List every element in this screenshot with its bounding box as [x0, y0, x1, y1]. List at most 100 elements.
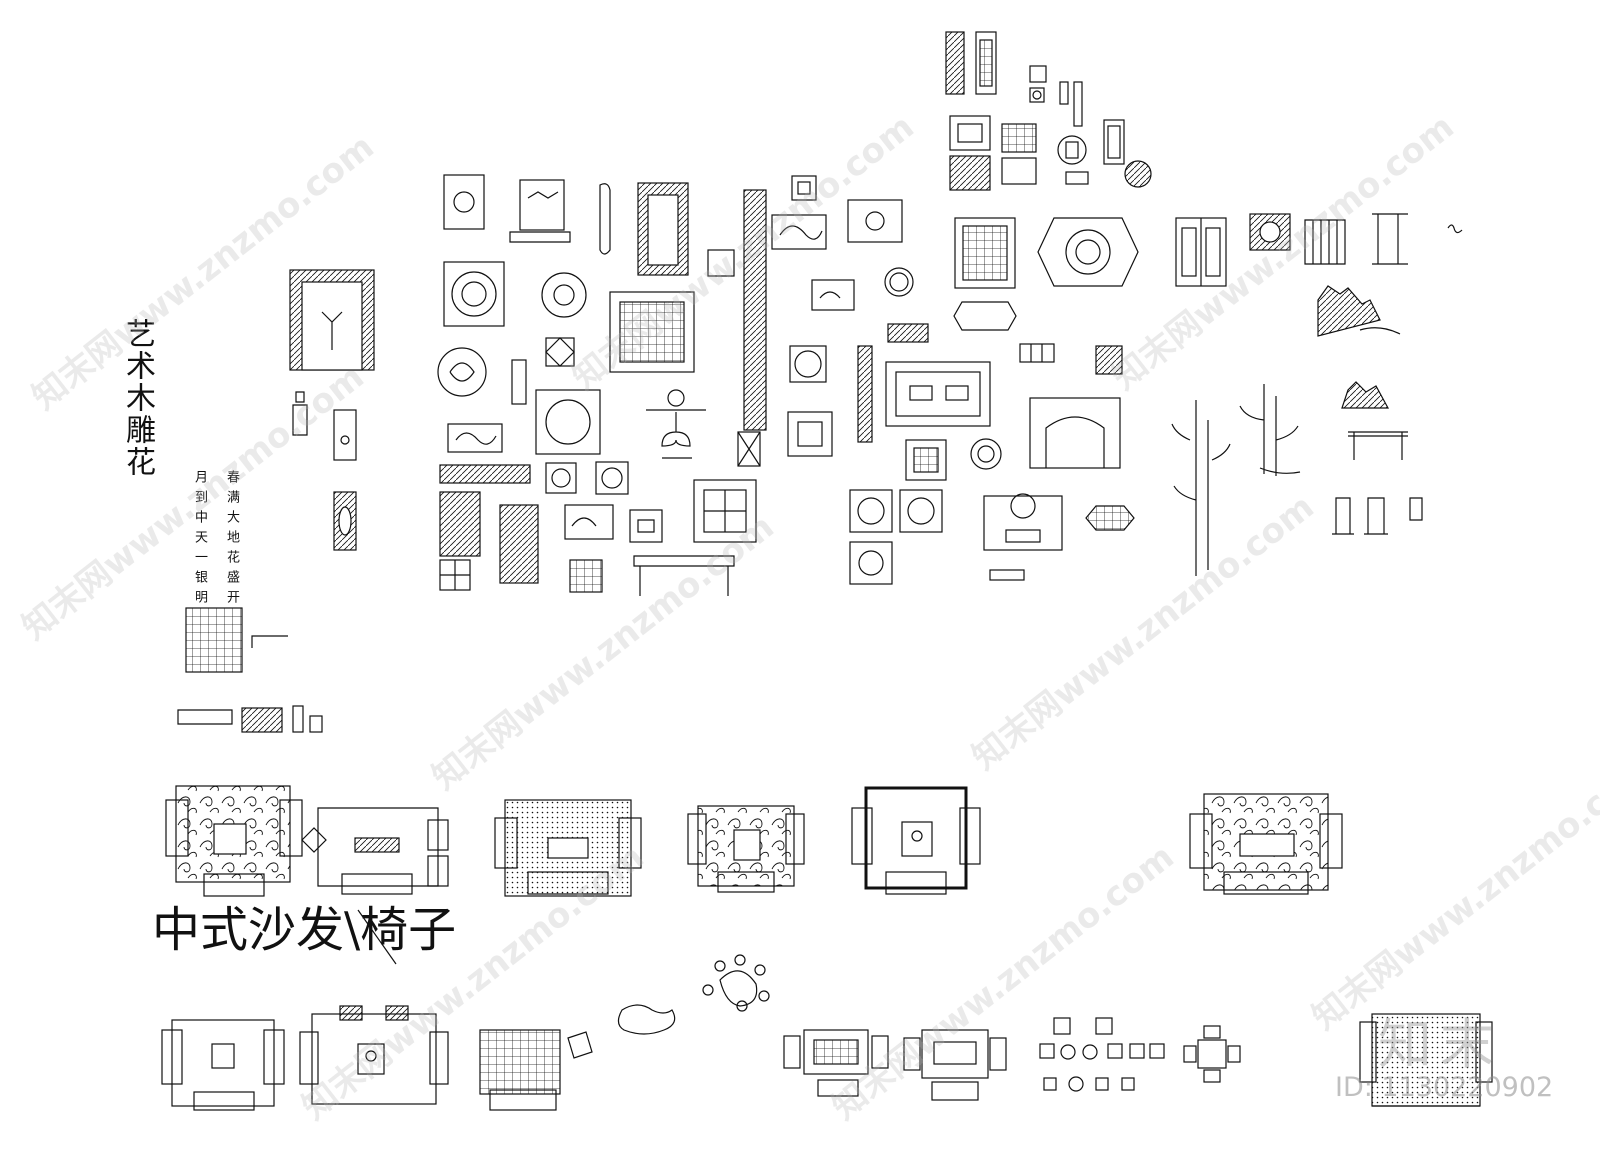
carving-tile [545, 337, 575, 367]
carving-tile [1059, 81, 1083, 127]
couplet-right-text: 春满大地花盛开 [224, 470, 239, 610]
rockery [1341, 381, 1390, 409]
carving-tile [629, 509, 663, 543]
carving-tile [693, 479, 757, 543]
carving-tile [1001, 157, 1037, 185]
carving-tile [847, 199, 903, 243]
sofa-set-2 [301, 807, 449, 895]
carving-tile [954, 217, 1016, 289]
bed-plan [1359, 1013, 1493, 1107]
carving-tile [771, 214, 827, 250]
couplet-left-text: 月到中天一银明 [192, 470, 207, 610]
sofa-chairs-title: 中式沙发\椅子 [152, 902, 457, 958]
carving-tile [595, 461, 629, 495]
dining-set-2 [903, 1029, 1007, 1101]
carving-tile [637, 182, 689, 276]
carving-tile [791, 175, 817, 201]
carving-tile [599, 183, 611, 255]
image-id-label: ID: 1130220902 [1335, 1072, 1554, 1103]
carving-tile [609, 291, 695, 373]
bench [177, 709, 233, 725]
console-table [646, 389, 706, 459]
railing [1304, 219, 1346, 265]
lattice-screen [185, 607, 288, 673]
carving-tile [439, 464, 531, 484]
stone-lantern [1364, 497, 1388, 535]
sofa-set-9 [479, 1029, 593, 1111]
carving-tile [564, 504, 614, 540]
side-table [633, 555, 735, 596]
carving-tile [849, 489, 893, 533]
carving-tile [1085, 505, 1135, 531]
sofa-set-3 [494, 799, 642, 897]
cabinet [241, 707, 283, 733]
carving-tile [447, 423, 503, 453]
carving-tile [1065, 171, 1089, 185]
carving-tile [511, 359, 527, 405]
carving-tile [1019, 343, 1055, 363]
dining-set-1 [783, 1029, 889, 1097]
carving-tile [1057, 135, 1087, 165]
carving-tile [1029, 397, 1121, 469]
carving-tile [811, 279, 855, 311]
carving-tile [857, 345, 873, 443]
cabinet-doors [1175, 217, 1227, 287]
carving-tile [849, 541, 893, 585]
carving-tile [743, 189, 767, 431]
carving-tile [989, 569, 1025, 581]
carving-tile [541, 272, 587, 318]
carving-tile [953, 301, 1017, 331]
lamp-stand [292, 391, 308, 436]
carving-tile [509, 231, 571, 243]
watermark-logo: 知末 [1378, 1013, 1502, 1076]
carving-tile [437, 347, 487, 397]
railing [1372, 213, 1408, 265]
door-panel-2 [333, 491, 357, 551]
carving-tile [975, 31, 997, 95]
stone-lantern [1332, 497, 1354, 535]
carving-tile [945, 31, 965, 95]
stone-lantern [1409, 497, 1423, 521]
carving-tile [1249, 213, 1291, 251]
carving-tile [443, 174, 485, 230]
carving-tile [707, 249, 735, 277]
carving-tile [1029, 87, 1045, 103]
carving-tile [1029, 65, 1047, 83]
carving-tile [884, 267, 914, 297]
carving-tile [970, 438, 1002, 470]
sofa-set-5 [851, 786, 981, 895]
carving-tile [535, 389, 601, 455]
chair [292, 705, 323, 733]
carving-tile [439, 559, 471, 591]
doorway-frame [289, 269, 375, 371]
divider-line [357, 909, 397, 965]
art-carving-title: 艺术木雕花 [120, 318, 155, 478]
sofa-set-7 [161, 1019, 285, 1111]
carving-tile [949, 115, 991, 151]
carving-tile [737, 431, 761, 467]
carving-tile [499, 504, 539, 584]
carving-tile [545, 462, 577, 494]
carving-tile [1095, 345, 1123, 375]
rockery [1317, 285, 1401, 337]
carving-tile [899, 489, 943, 533]
bamboo [1171, 400, 1231, 576]
carving-tile [905, 439, 947, 481]
carving-tile [983, 493, 1063, 551]
sofa-set-8 [299, 1005, 449, 1105]
well-frame [1348, 431, 1408, 460]
tea-table-plan [617, 1004, 676, 1035]
carving-tile [787, 411, 833, 457]
carving-tile [439, 491, 481, 557]
carving-tile [1001, 123, 1037, 153]
sofa-set-6 [1189, 793, 1343, 895]
door-panel-1 [333, 409, 357, 461]
carving-tile [887, 323, 929, 343]
carving-tile [443, 261, 505, 327]
carving-tile [885, 361, 991, 427]
bamboo [1239, 384, 1301, 476]
carving-tile [1124, 160, 1152, 188]
chair-plans [1039, 1017, 1165, 1092]
sofa-set-1 [165, 785, 303, 897]
